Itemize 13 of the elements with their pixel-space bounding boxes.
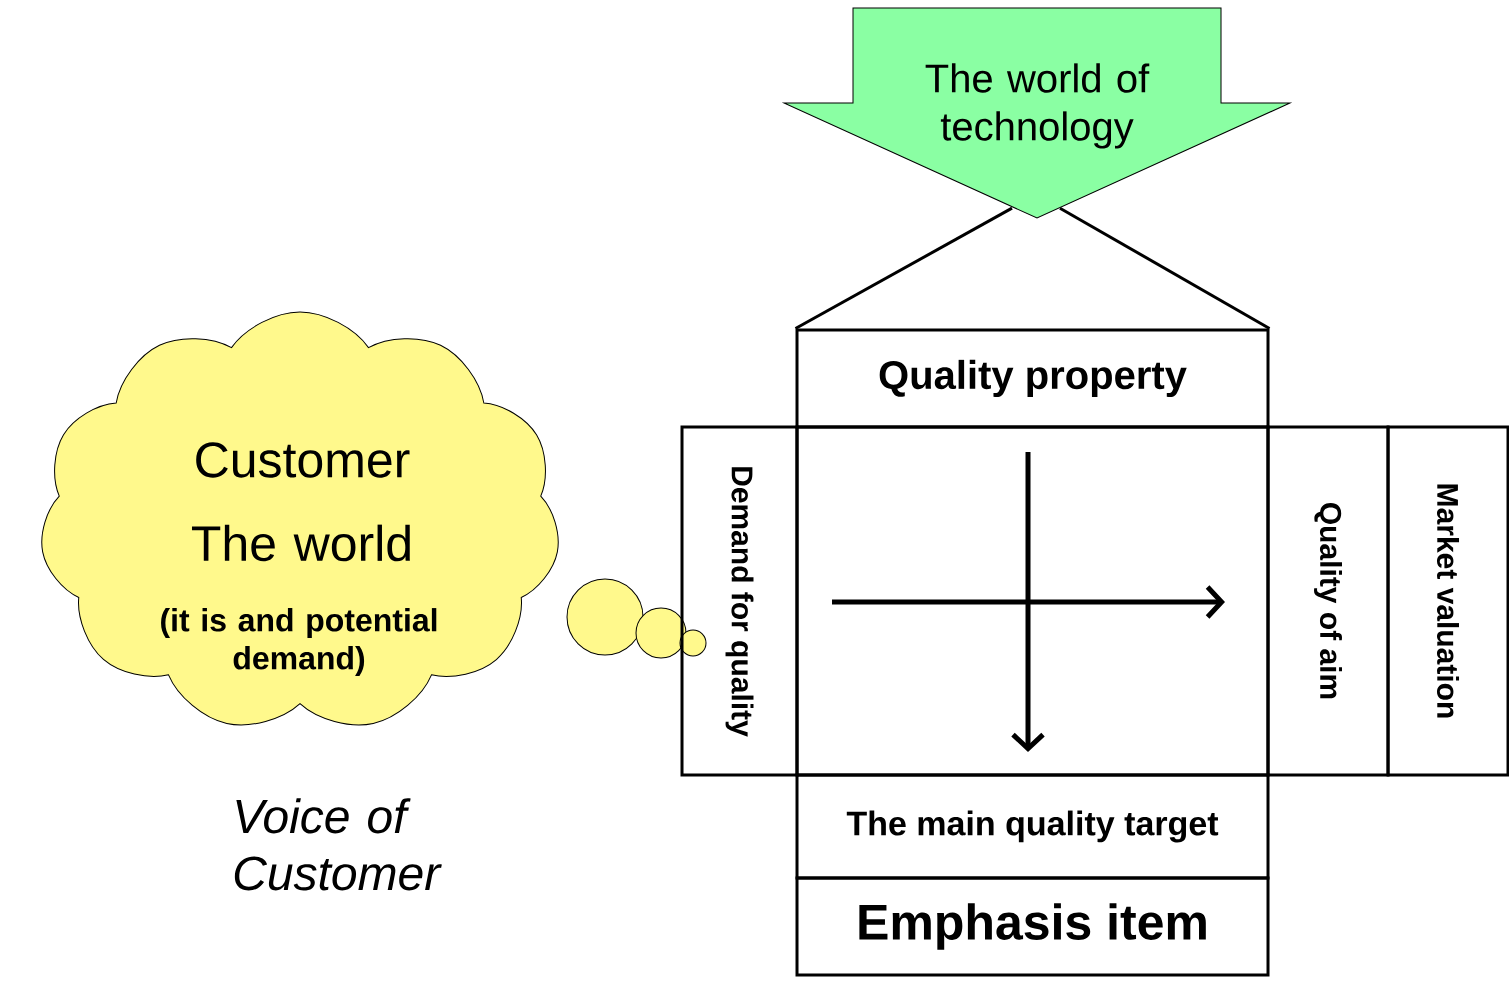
node-label: Voice of Customer [234,798,442,891]
cloud-text: The world [192,524,410,562]
cloud-text: (it is and potential demand) [161,608,437,676]
label-box: Quality of aim [1266,425,1390,777]
label-box: Emphasis item [795,876,1270,977]
label-box: The main quality target [795,773,1270,880]
label-box: Market valuation [1386,425,1509,777]
cloud-text: Customer [196,442,410,478]
roof-line [794,206,1013,330]
roof-line [1059,206,1271,330]
label-box: Quality property [795,328,1270,429]
label-box: Demand for quality [680,425,799,777]
thought-cloud [41,311,707,726]
